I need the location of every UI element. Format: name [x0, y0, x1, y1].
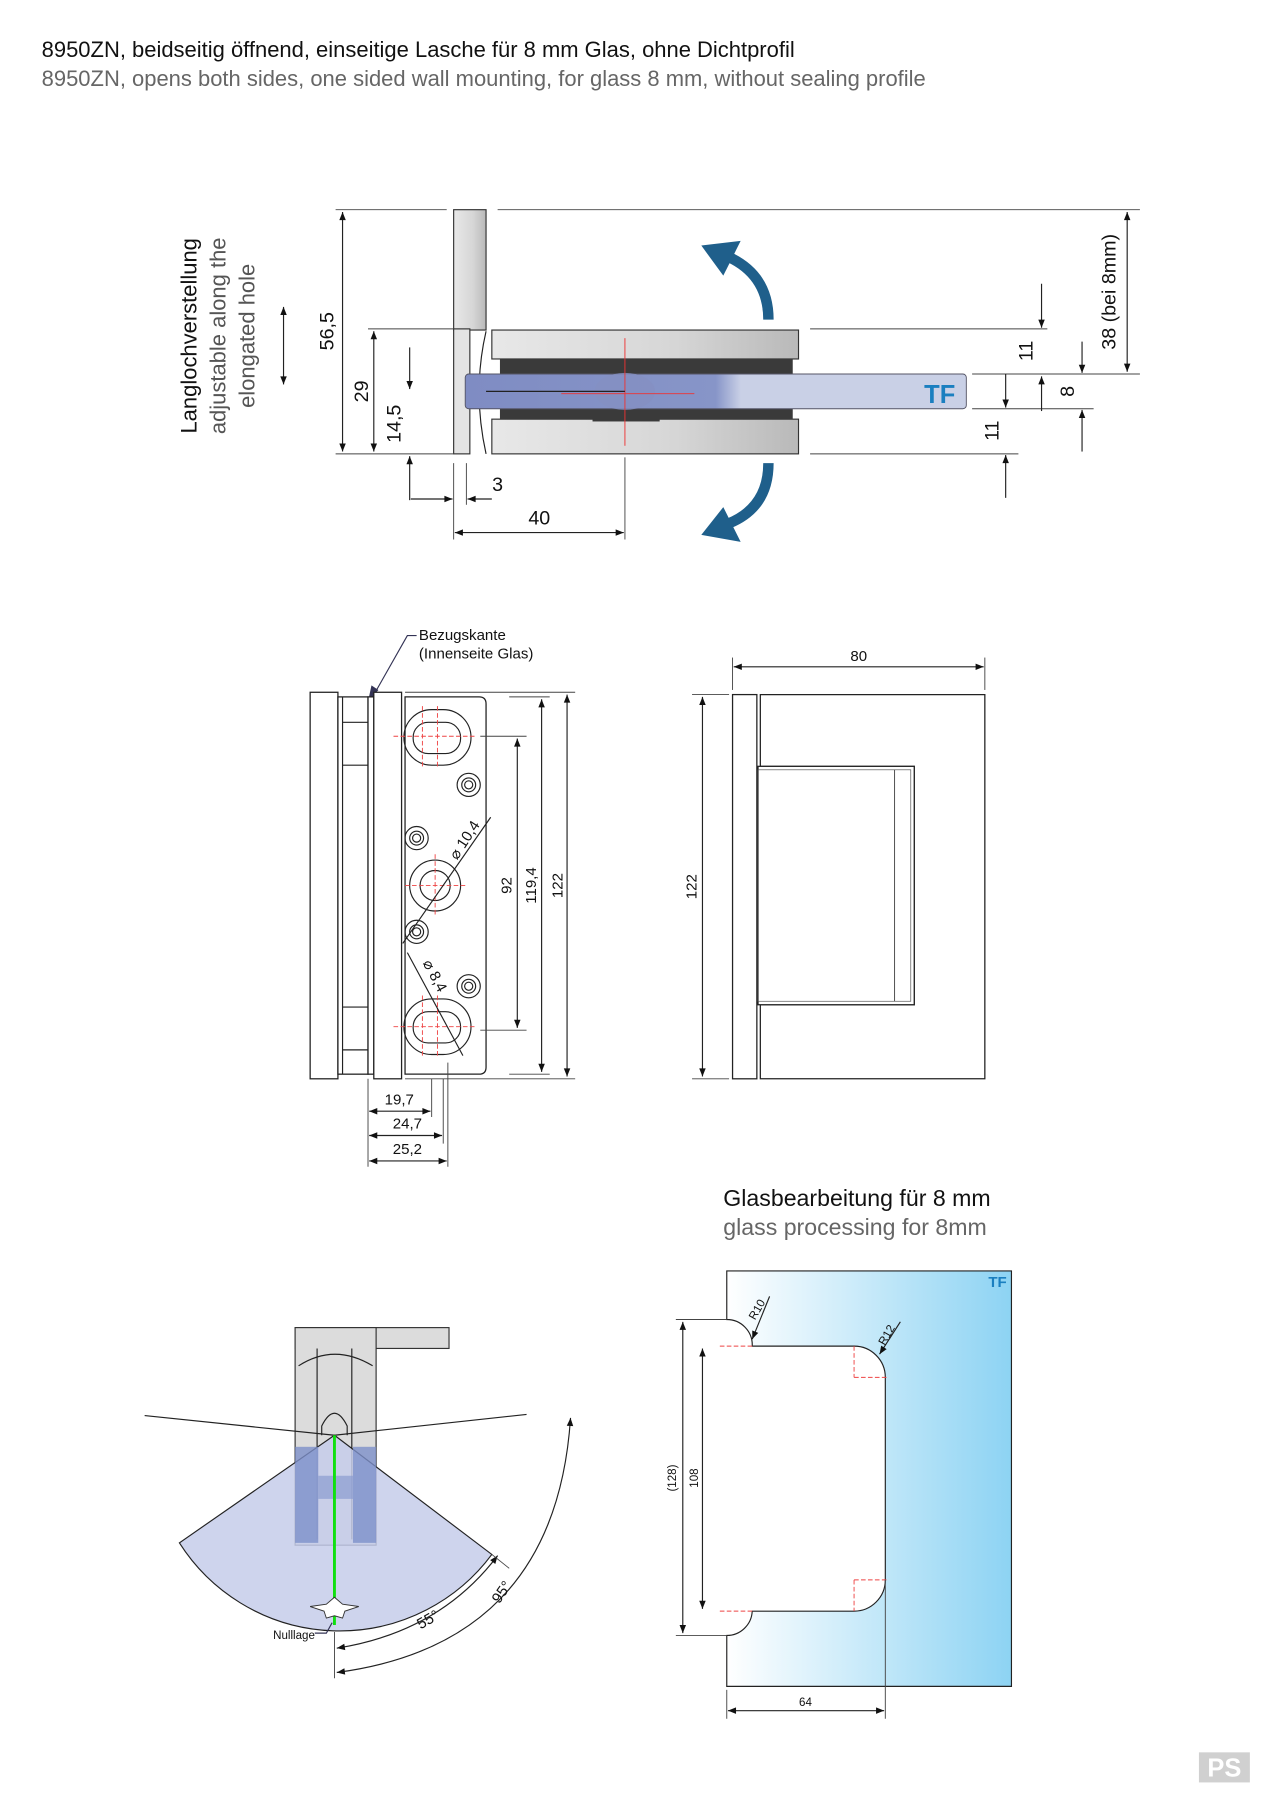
dim-122-side: 122 — [684, 874, 701, 899]
rubber-top — [499, 358, 793, 375]
dim-8: 8 — [1057, 386, 1079, 397]
dim-40: 40 — [528, 507, 550, 529]
screw-holes — [404, 772, 481, 999]
reference-edge-label-2: (Innenseite Glas) — [419, 646, 533, 663]
dim-19-7: 19,7 — [385, 1091, 414, 1108]
glass-mark-tf: TF — [924, 381, 955, 409]
glass-mark-tf-processing: TF — [988, 1274, 1006, 1291]
dim-128: (128) — [667, 1464, 679, 1491]
glass-panel-cutout — [726, 1270, 1013, 1687]
dim-108: 108 — [689, 1468, 701, 1487]
front-view-drawing: Bezugskante (Innenseite Glas) — [309, 627, 576, 1167]
dim-11-bottom: 11 — [982, 421, 1004, 441]
dim-56-5: 56,5 — [316, 312, 338, 350]
dim-14-5: 14,5 — [383, 405, 405, 443]
rubber-bottom — [499, 407, 793, 420]
adjust-label-german: Langlochverstellung — [177, 238, 202, 433]
brand-logo: PS — [1198, 1752, 1250, 1783]
dim-38-bei-8mm: 38 (bei 8mm) — [1099, 234, 1121, 350]
center-hole — [405, 854, 467, 917]
dim-80: 80 — [850, 648, 867, 665]
wall-plate — [453, 209, 487, 331]
side-view-drawing: 80 122 — [684, 648, 986, 1080]
dim-29: 29 — [351, 380, 373, 402]
dim-3: 3 — [492, 474, 503, 496]
title-english: 8950ZN, opens both sides, one sided wall… — [42, 66, 926, 91]
dim-119-4: 119,4 — [523, 867, 540, 904]
glass-processing-title-german: Glasbearbeitung für 8 mm — [723, 1185, 990, 1211]
angle-95: 95° — [489, 1578, 516, 1606]
brand-logo-text: PS — [1207, 1755, 1241, 1783]
adjust-label-english-2: elongated hole — [235, 264, 260, 408]
dim-64: 64 — [799, 1697, 812, 1709]
dim-11-top: 11 — [1015, 341, 1037, 361]
top-view-drawing: Langlochverstellung adjustable along the… — [177, 209, 1140, 542]
dim-92: 92 — [499, 877, 516, 894]
dim-24-7: 24,7 — [393, 1116, 422, 1133]
rotation-arrow-down-icon — [701, 462, 774, 542]
dim-25-2: 25,2 — [393, 1141, 422, 1158]
dim-122-front: 122 — [549, 873, 566, 898]
opening-angle-drawing: Nulllage 55° 95° — [144, 1327, 574, 1679]
clamp-bottom — [491, 418, 800, 455]
glass-processing-title-english: glass processing for 8mm — [723, 1214, 986, 1240]
glass-pane — [464, 373, 967, 410]
adjust-label-english-1: adjustable along the — [206, 237, 231, 434]
zero-position-label: Nulllage — [273, 1630, 315, 1642]
clamp-top — [491, 329, 800, 360]
glass-processing-drawing: TF R10 R12 (128) 108 64 — [667, 1270, 1013, 1719]
title-german: 8950ZN, beidseitig öffnend, einseitige L… — [42, 37, 795, 62]
slot-hole-bottom — [393, 995, 477, 1058]
reference-edge-label-1: Bezugskante — [419, 627, 506, 644]
rotation-arrow-up-icon — [701, 240, 774, 320]
slot-hole-top — [393, 706, 477, 769]
